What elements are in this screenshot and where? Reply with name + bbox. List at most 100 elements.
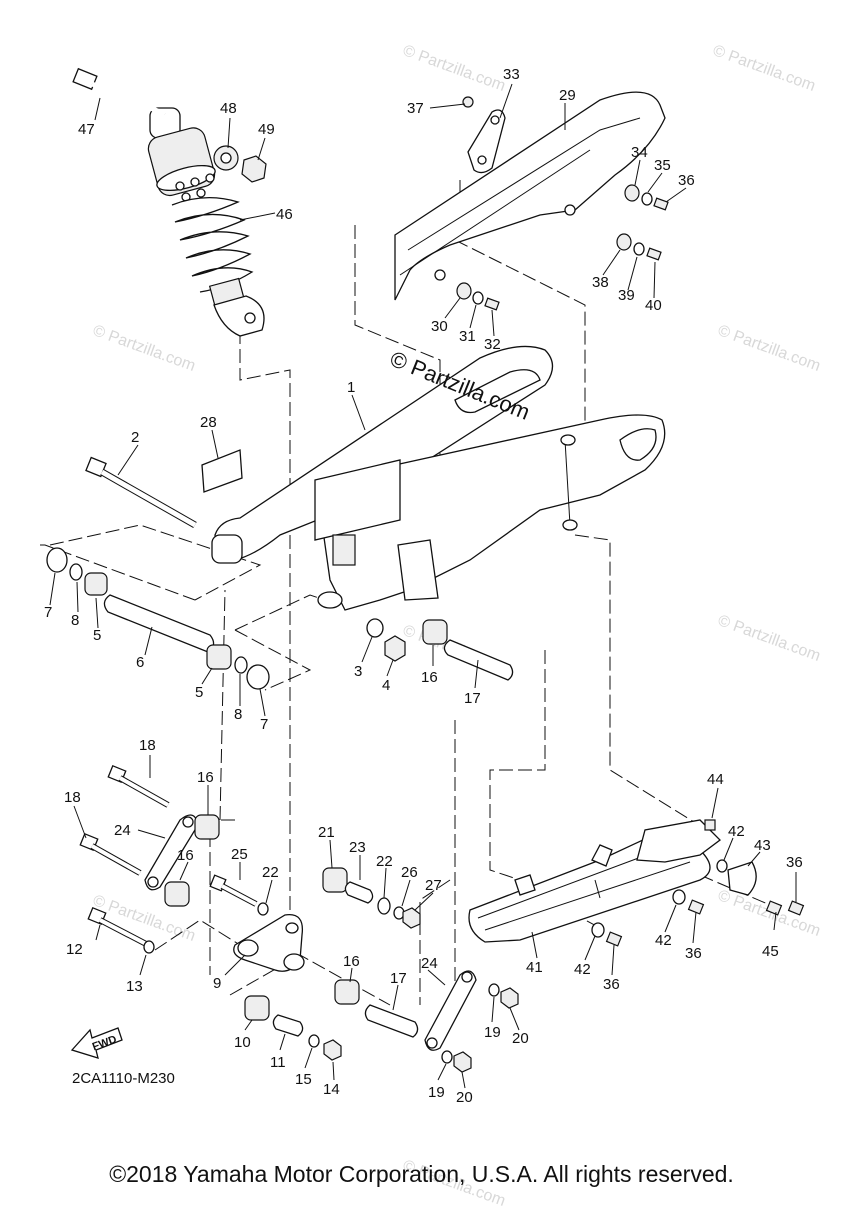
callout-15: 15 [295, 1071, 312, 1088]
callout-17: 17 [464, 690, 481, 707]
collar-42-upper[interactable] [716, 859, 728, 873]
callout-36: 36 [685, 945, 702, 962]
callout-32: 32 [484, 336, 501, 353]
bolt-18-lower[interactable] [79, 832, 142, 876]
callout-21: 21 [318, 824, 335, 841]
callout-30: 30 [431, 318, 448, 335]
rear-shock-absorber[interactable] [146, 107, 265, 337]
bearing-10-11[interactable] [244, 995, 342, 1061]
collar-3-4[interactable] [366, 618, 406, 662]
callout-1: 1 [347, 379, 355, 396]
callout-25: 25 [231, 846, 248, 863]
bolt-47[interactable] [72, 67, 166, 117]
bracket-33[interactable] [467, 109, 506, 174]
washers-30-32[interactable] [456, 282, 500, 311]
connecting-rod-24-right[interactable] [424, 970, 519, 1073]
pivot-shaft-2[interactable] [85, 456, 197, 529]
callout-18: 18 [64, 789, 81, 806]
callout-42: 42 [728, 823, 745, 840]
callout-49: 49 [258, 121, 275, 138]
copyright-notice: ©2018 Yamaha Motor Corporation, U.S.A. A… [109, 1161, 734, 1187]
bracket-43[interactable] [727, 861, 757, 896]
callout-20: 20 [512, 1030, 529, 1047]
callout-38: 38 [592, 274, 609, 291]
bearing-16-17[interactable] [422, 619, 514, 681]
callout-45: 45 [762, 943, 779, 960]
callout-35: 35 [654, 157, 671, 174]
pivot-parts[interactable] [46, 547, 270, 690]
swingarm[interactable] [211, 345, 666, 611]
callout-26: 26 [401, 864, 418, 881]
callout-7: 7 [260, 716, 268, 733]
callout-16: 16 [197, 769, 214, 786]
callout-46: 46 [276, 206, 293, 223]
bearing-21-23[interactable] [322, 867, 421, 929]
callout-16: 16 [343, 953, 360, 970]
callout-22: 22 [262, 864, 279, 881]
callout-8: 8 [234, 706, 242, 723]
callout-36: 36 [603, 976, 620, 993]
callout-2: 2 [131, 429, 139, 446]
callout-42: 42 [655, 932, 672, 949]
bearing-16-left[interactable] [164, 814, 220, 907]
callout-37: 37 [407, 100, 424, 117]
callout-8: 8 [71, 612, 79, 629]
washers-38-40[interactable] [616, 233, 662, 261]
callout-36: 36 [786, 854, 803, 871]
fwd-arrow-icon: FWD [70, 1027, 123, 1059]
reference-code: 2CA1110-M230 [72, 1070, 175, 1087]
callout-24: 24 [114, 822, 131, 839]
callout-20: 20 [456, 1089, 473, 1106]
callout-36: 36 [678, 172, 695, 189]
bolt-18-upper[interactable] [107, 764, 170, 808]
callout-22: 22 [376, 853, 393, 870]
bolts-36-45[interactable] [591, 889, 805, 947]
callout-6: 6 [136, 654, 144, 671]
callout-48: 48 [220, 100, 237, 117]
bolt-12[interactable] [87, 906, 155, 954]
callout-10: 10 [234, 1034, 251, 1051]
callout-47: 47 [78, 121, 95, 138]
callout-40: 40 [645, 297, 662, 314]
label-28[interactable] [201, 449, 243, 493]
callout-13: 13 [126, 978, 143, 995]
callout-5: 5 [93, 627, 101, 644]
callout-11: 11 [270, 1054, 286, 1071]
callout-34: 34 [631, 144, 648, 161]
callout-33: 33 [503, 66, 520, 83]
callout-18: 18 [139, 737, 156, 754]
callout-labels: 1 2 3 4 5 5 6 7 7 8 8 9 10 11 12 13 14 1… [44, 66, 803, 1106]
grommet-44[interactable] [704, 819, 716, 831]
collar-48[interactable] [213, 145, 239, 171]
bolt-37[interactable] [462, 96, 474, 108]
callout-41: 41 [526, 959, 543, 976]
callout-29: 29 [559, 87, 576, 104]
callout-3: 3 [354, 663, 362, 680]
callout-28: 28 [200, 414, 217, 431]
callout-9: 9 [213, 975, 221, 992]
chain-guard[interactable] [394, 91, 666, 301]
callout-19: 19 [428, 1084, 445, 1101]
callout-16: 16 [421, 669, 438, 686]
nut-49[interactable] [241, 155, 267, 183]
callout-43: 43 [754, 837, 771, 854]
callout-12: 12 [66, 941, 83, 958]
callout-19: 19 [484, 1024, 501, 1041]
callout-14: 14 [323, 1081, 340, 1098]
callout-17: 17 [390, 970, 407, 987]
callout-27: 27 [425, 877, 442, 894]
leader-lines [49, 83, 797, 1089]
relay-arm-9[interactable] [233, 914, 305, 972]
bearing-16-17-lower[interactable] [334, 979, 419, 1038]
callout-42: 42 [574, 961, 591, 978]
callout-44: 44 [707, 771, 724, 788]
callout-16: 16 [177, 847, 194, 864]
callout-4: 4 [382, 677, 390, 694]
washers-34-36[interactable] [624, 184, 669, 211]
bolt-25[interactable] [209, 874, 269, 916]
callout-24: 24 [421, 955, 438, 972]
chain-case-upper-41[interactable] [636, 819, 721, 863]
callout-7: 7 [44, 604, 52, 621]
callout-39: 39 [618, 287, 635, 304]
